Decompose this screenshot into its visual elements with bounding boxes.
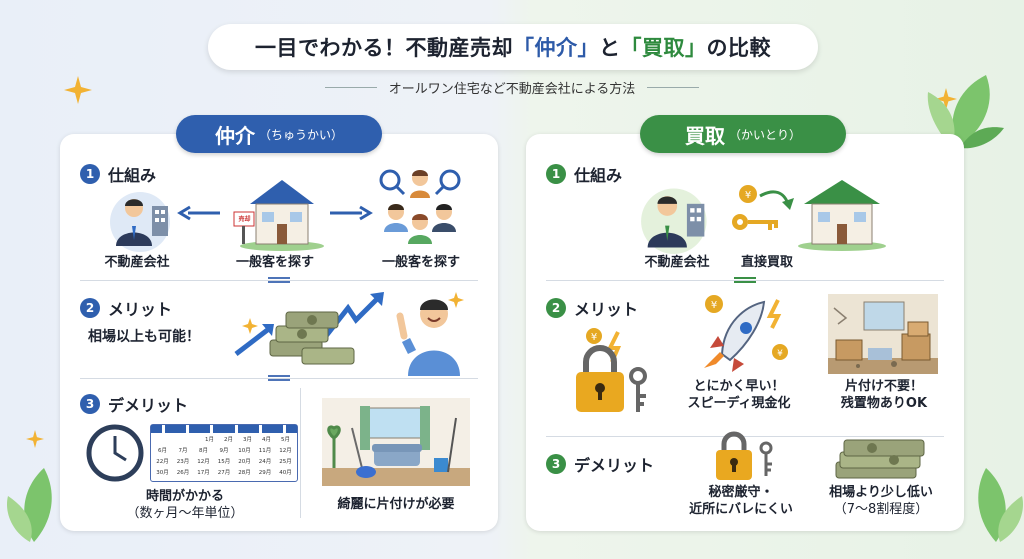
agent-label: 不動産会社 (644, 255, 710, 270)
divider (546, 280, 944, 281)
svg-text:¥: ¥ (777, 349, 783, 359)
agent-icon (641, 188, 707, 254)
sparkle-icon (935, 88, 957, 110)
price-sub-label: （7〜8割程度） (833, 502, 929, 517)
calendar-cell: 20月 (238, 459, 251, 465)
arrow-left-icon (177, 205, 220, 221)
calendar-cell: 12月 (197, 459, 210, 465)
secrecy-sub-label: 近所にバレにくい (689, 502, 793, 517)
house-icon (798, 180, 886, 251)
find-buyers-label: 一般客を探す (381, 255, 460, 270)
leaf-icon (6, 468, 52, 542)
kaitori-header: 買取（かいとり） (640, 115, 846, 153)
calendar-cell: 5月 (281, 437, 290, 443)
agent-label: 不動産会社 (104, 255, 170, 270)
lock-key-icon: ¥ (576, 328, 647, 412)
calendar-cell: 17月 (197, 470, 210, 476)
calendar-cell: 25月 (279, 459, 292, 465)
merit-text: 相場以上も可能！ (88, 329, 200, 345)
money-stack-icon (835, 439, 925, 479)
equals-icon (734, 277, 756, 283)
no-cleanup-label: 片付け不要！ (844, 379, 923, 394)
svg-text:¥: ¥ (591, 332, 597, 343)
calendar-cell: 24月 (258, 459, 272, 465)
clock-icon (86, 424, 144, 482)
sparkle-icon (26, 430, 44, 448)
calendar-cell: 6月 (158, 448, 167, 454)
time-sub-label: （数ヶ月〜年単位） (126, 506, 244, 521)
calendar-cell: 30月 (156, 470, 169, 476)
leaf-icon (978, 468, 1024, 542)
divider (80, 280, 478, 281)
calendar-cell: 27月 (217, 470, 231, 476)
clean-room-icon (322, 398, 470, 486)
buyers-icon (379, 169, 461, 244)
divider (546, 436, 944, 437)
page-subtitle: オールワン住宅など不動産会社による方法 (312, 78, 712, 97)
equals-icon (268, 277, 290, 283)
time-label: 時間がかかる (145, 489, 224, 504)
happy-person-icon (396, 292, 464, 376)
chukai-header: 仲介（ちゅうかい） (176, 115, 382, 153)
direct-purchase-label: 直接買取 (740, 255, 793, 270)
fast-sub-label: スピーディ現金化 (687, 396, 791, 411)
house-icon (233, 180, 324, 251)
agent-icon (110, 192, 170, 252)
svg-text:¥: ¥ (711, 300, 717, 311)
calendar-cell: 29月 (258, 470, 272, 476)
calendar-cell: 3月 (243, 437, 252, 443)
money-growth-icon (234, 292, 384, 365)
secrecy-label: 秘密厳守・ (708, 485, 774, 500)
arrow-right-icon (330, 205, 373, 221)
calendar-cell: 9月 (219, 448, 229, 454)
calendar-icon: 1月 2月 3月 4月 5月 6月 7月 8月 9月 10月 11月 12月 22月 23月 12月 15月 2… (150, 424, 298, 482)
page-title: 一目でわかる！不動産売却「仲介」と「買取」の比較 (208, 24, 818, 70)
rocket-icon: ¥ ¥ (704, 295, 788, 372)
calendar-cell: 8月 (199, 448, 208, 454)
calendar-cell: 2月 (224, 437, 233, 443)
padlock-icon (716, 431, 773, 480)
calendar-cell: 1月 (205, 437, 214, 443)
divider (300, 388, 301, 518)
clean-label: 綺麗に片付けが必要 (337, 497, 455, 512)
svg-text:¥: ¥ (745, 190, 751, 201)
price-label: 相場より少し低い (829, 485, 933, 500)
calendar-cell: 15月 (217, 459, 231, 465)
divider (80, 378, 478, 379)
equals-icon (268, 375, 290, 381)
calendar-cell: 26月 (176, 470, 190, 476)
calendar-cell: 7月 (178, 448, 188, 454)
yen-key-arrow-icon: ¥ (732, 185, 794, 230)
calendar-cell: 22月 (156, 459, 169, 465)
no-cleanup-sub-label: 残置物ありOK (840, 396, 928, 411)
for-sale-sign: 売却 (238, 216, 251, 223)
calendar-cell: 4月 (262, 437, 271, 443)
find-buyers-label: 一般客を探す (235, 255, 314, 270)
calendar-cell: 40月 (279, 470, 292, 476)
cluttered-room-icon (828, 294, 938, 374)
calendar-cell: 10月 (238, 448, 251, 454)
calendar-cell: 12月 (279, 448, 292, 454)
fast-label: とにかく早い！ (693, 379, 785, 394)
calendar-cell: 28月 (238, 470, 251, 476)
sparkle-icon (64, 76, 92, 104)
calendar-cell: 11月 (258, 448, 272, 454)
calendar-cell: 23月 (176, 459, 190, 465)
